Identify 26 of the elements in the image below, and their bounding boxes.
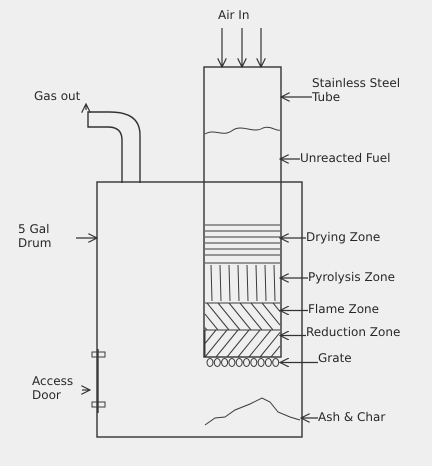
part-label: Grate [318,351,353,365]
arrow [279,154,300,164]
arrow [80,384,91,396]
part-label: Pyrolysis Zone [308,270,396,284]
arrow [279,272,308,284]
arrow [300,412,318,424]
part-label: 5 Gal Drum [18,222,52,250]
arrow [280,92,312,102]
arrow [216,28,228,68]
arrow [279,357,318,368]
part-label: Access Door [32,374,74,402]
part-label: Drying Zone [306,230,382,244]
part-label: Reduction Zone [306,325,402,339]
arrow [236,28,248,68]
part-label: Stainless Steel Tube [312,76,402,104]
part-label: Ash & Char [318,410,386,424]
arrow [80,103,92,114]
part-label: Gas out [34,89,82,103]
part-label: Air In [218,8,250,22]
arrow [279,330,306,341]
arrow [279,305,308,316]
part-label: Unreacted Fuel [300,151,392,165]
arrow [279,232,306,244]
arrow [76,232,98,244]
arrow [256,28,266,68]
part-label: Flame Zone [308,302,380,316]
